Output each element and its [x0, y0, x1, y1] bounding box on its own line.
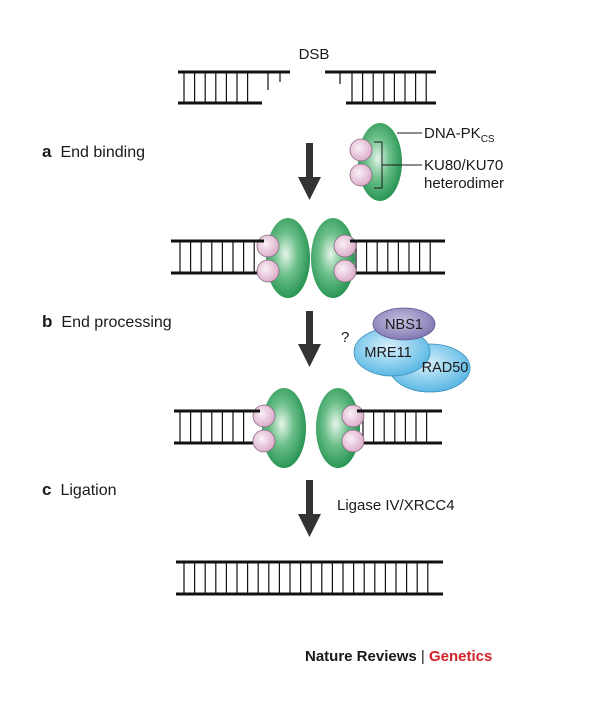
ku70-right — [333, 259, 357, 283]
ku70-left — [256, 259, 280, 283]
ku80-right — [333, 234, 357, 258]
legend-complex — [349, 123, 422, 201]
ku80-left — [256, 234, 280, 258]
dsb-label: DSB — [299, 46, 330, 63]
arrow-c — [298, 480, 321, 537]
ligase-label: Ligase IV/XRCC4 — [337, 497, 455, 514]
arrows — [298, 143, 321, 537]
credit-separator: | — [420, 648, 425, 665]
journal-name: Nature Reviews — [305, 648, 417, 665]
legend-dnapk-label: DNA-PKCS — [424, 125, 495, 145]
legend-ku-label-line2: heterodimer — [424, 175, 504, 192]
processed-complexes — [174, 388, 442, 468]
arrow-a — [298, 143, 321, 200]
dnapk-right-processed — [316, 388, 360, 468]
legend-ku80-shape — [349, 138, 373, 162]
journal-section: Genetics — [428, 648, 493, 665]
legend-ku-label-line1: KU80/KU70 — [424, 157, 503, 174]
legend-ku70-shape — [349, 163, 373, 187]
ku70-left-processed — [252, 429, 276, 453]
journal-credit: Nature Reviews | Genetics — [305, 648, 492, 665]
legend-dnapk-shape — [358, 123, 402, 201]
dnapk-right — [311, 218, 355, 298]
ku80-right-processed — [341, 404, 365, 428]
arrow-b — [298, 311, 321, 367]
processing-complex — [353, 307, 471, 393]
processing-question-mark: ? — [341, 329, 349, 346]
bound-complexes — [171, 218, 445, 298]
dnapk-left-processed — [262, 388, 306, 468]
nbs1-label: NBS1 — [385, 317, 423, 333]
nbs1-shape — [372, 307, 436, 341]
rad50-label: RAD50 — [422, 360, 469, 376]
dnapk-left — [266, 218, 310, 298]
mre11-label: MRE11 — [364, 345, 411, 361]
ku80-left-processed — [252, 404, 276, 428]
ku70-right-processed — [341, 429, 365, 453]
